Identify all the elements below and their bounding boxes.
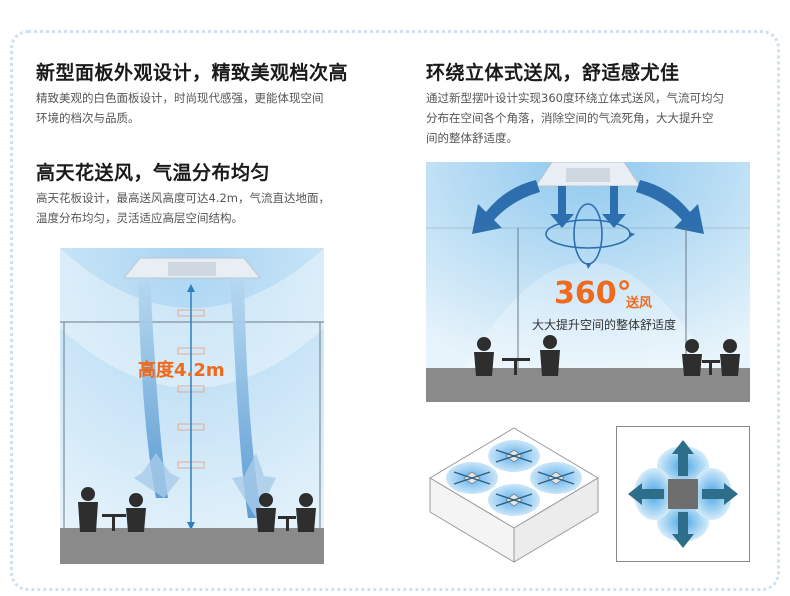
section-desc-high-ceiling: 高天花板设计，最高送风高度可达4.2m，气流直达地面， 温度分布均匀，灵活适应高… <box>36 188 330 228</box>
desc-line: 环境的档次与品质。 <box>36 111 140 125</box>
high-ceiling-scene: 高度4.2m <box>60 248 324 564</box>
isometric-grid-diagram <box>426 420 602 570</box>
height-label: 高度4.2m <box>138 360 225 381</box>
desc-line: 温度分布均匀，灵活适应高层空间结构。 <box>36 211 243 225</box>
desc-line: 精致美观的白色面板设计，时尚现代感强，更能体现空间 <box>36 91 324 105</box>
section-title-high-ceiling: 高天花送风，气温分布均匀 <box>36 162 271 184</box>
high-ceiling-illustration <box>60 248 324 564</box>
four-way-topview-diagram <box>616 426 750 562</box>
surround-airflow-illustration <box>426 162 750 402</box>
comfort-label: 大大提升空间的整体舒适度 <box>532 318 677 332</box>
section-title-surround-airflow: 环绕立体式送风，舒适感尤佳 <box>426 62 680 84</box>
desc-line: 高天花板设计，最高送风高度可达4.2m，气流直达地面， <box>36 191 330 205</box>
desc-line: 间的整体舒适度。 <box>426 131 518 145</box>
airflow-360-number: 360° <box>554 276 632 311</box>
section-desc-panel-design: 精致美观的白色面板设计，时尚现代感强，更能体现空间 环境的档次与品质。 <box>36 88 324 128</box>
section-desc-surround-airflow: 通过新型摆叶设计实现360度环绕立体式送风，气流可均匀 分布在空间各个角落，消除… <box>426 88 724 148</box>
desc-line: 通过新型摆叶设计实现360度环绕立体式送风，气流可均匀 <box>426 91 724 105</box>
section-title-panel-design: 新型面板外观设计，精致美观档次高 <box>36 62 349 84</box>
page-frame <box>10 30 780 591</box>
four-way-topview-illustration <box>616 426 750 562</box>
surround-airflow-scene: 360° 送风 大大提升空间的整体舒适度 <box>426 162 750 402</box>
isometric-grid-illustration <box>429 427 599 563</box>
desc-line: 分布在空间各个角落，消除空间的气流死角，大大提升空 <box>426 111 714 125</box>
airflow-360-sub: 送风 <box>626 296 653 311</box>
